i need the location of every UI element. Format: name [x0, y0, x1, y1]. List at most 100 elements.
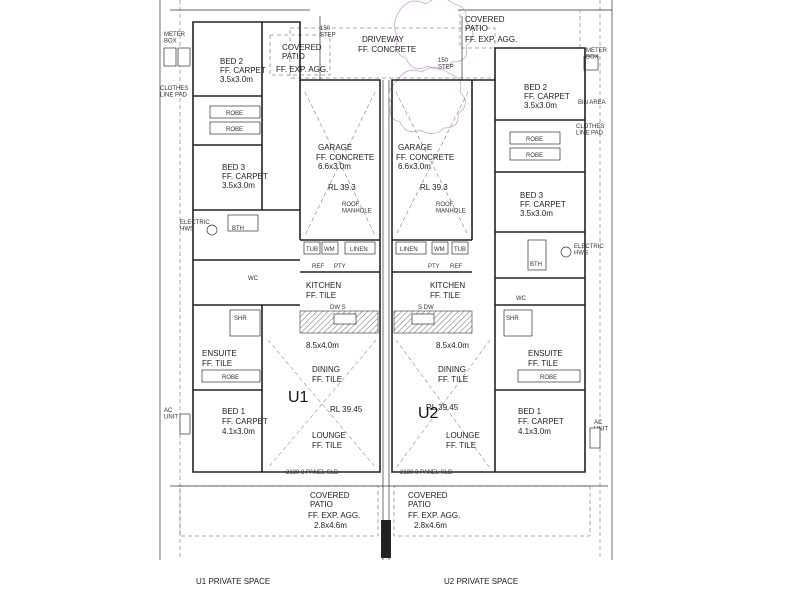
room-ff: FF. CARPET — [220, 66, 266, 75]
room-label-bed2: BED 2 — [524, 83, 548, 92]
tub-label: TUB — [454, 247, 466, 253]
shower-label: SHR — [506, 316, 519, 322]
room-label-kitchen: KITCHEN — [306, 281, 341, 290]
room-ff: FF. TILE — [528, 359, 558, 368]
unit-tag: U2 — [418, 405, 439, 422]
room-size: 6.6x3.0m — [318, 162, 351, 171]
private-space-label: U1 PRIVATE SPACE — [196, 577, 270, 586]
patio-ff-label: FF. EXP. AGG. — [276, 65, 328, 74]
room-ff: FF. TILE — [446, 441, 476, 450]
room-label-bed3: BED 3 — [222, 163, 246, 172]
shower-label: SHR — [234, 316, 247, 322]
sink-dw-label: S DW — [418, 305, 434, 311]
room-label-ensuite: ENSUITE — [528, 349, 563, 358]
room-ff: FF. CARPET — [222, 417, 268, 426]
wc-label: WC — [248, 276, 259, 282]
room-ff: FF. CARPET — [520, 200, 566, 209]
room-ff: FF. TILE — [202, 359, 232, 368]
room-ff: FF. TILE — [312, 441, 342, 450]
patio-ff-label: FF. EXP. AGG. — [308, 511, 360, 520]
room-label-ensuite: ENSUITE — [202, 349, 237, 358]
robe-label: ROBE — [526, 153, 543, 159]
site-boundary — [159, 0, 613, 560]
driveway-label: DRIVEWAY — [362, 35, 404, 44]
room-ff: FF. TILE — [430, 291, 460, 300]
panel-sld-label: 2130 3 PANEL SLD — [400, 470, 453, 476]
room-ff: FF. CARPET — [524, 92, 570, 101]
room-ff: FF. CONCRETE — [316, 153, 374, 162]
bin-area-label: BIN AREA — [578, 100, 606, 106]
room-ff: FF. CARPET — [518, 417, 564, 426]
dining-size: 8.5x4.0m — [306, 341, 339, 350]
room-label-bed2: BED 2 — [220, 57, 244, 66]
robe-label: ROBE — [222, 375, 239, 381]
room-size: 6.6x3.0m — [398, 162, 431, 171]
dw-sink-label: DW S — [330, 305, 346, 311]
room-ff: FF. TILE — [306, 291, 336, 300]
driveway-ff-label: FF. CONCRETE — [358, 45, 416, 54]
private-space-label: U2 PRIVATE SPACE — [444, 577, 518, 586]
unit-2: GARAGE FF. CONCRETE 6.6x3.0m RL 39.3 ROO… — [391, 47, 586, 476]
bath-label: BTH — [530, 262, 542, 268]
room-label-garage: GARAGE — [318, 143, 352, 152]
rl-label: RL 39.45 — [426, 403, 459, 412]
tub-label: TUB — [306, 247, 318, 253]
pantry-label: PTY — [334, 264, 346, 270]
room-ff: FF. CARPET — [222, 172, 268, 181]
patio-size-label: 2.8x4.6m — [414, 521, 447, 530]
rl-label: RL 39.3 — [328, 183, 356, 192]
linen-label: LINEN — [350, 247, 368, 253]
room-size: 3.5x3.0m — [520, 209, 553, 218]
rl-label: RL 39.45 — [330, 405, 363, 414]
room-size: 4.1x3.0m — [518, 427, 551, 436]
room-size: 3.5x3.0m — [220, 75, 253, 84]
room-ff: FF. CONCRETE — [396, 153, 454, 162]
robe-label: ROBE — [526, 137, 543, 143]
robe-label: ROBE — [226, 111, 243, 117]
ref-label: REF — [450, 264, 462, 270]
patio-ff-label: FF. EXP. AGG. — [465, 35, 517, 44]
robe-label: ROBE — [540, 375, 557, 381]
rl-label: RL 39.3 — [420, 183, 448, 192]
panel-sld-label: 2130 3 PANEL SLD — [286, 470, 339, 476]
room-label-dining: DINING — [438, 365, 466, 374]
wc-label: WC — [516, 296, 527, 302]
patio-ff-label: FF. EXP. AGG. — [408, 511, 460, 520]
linen-label: LINEN — [400, 247, 418, 253]
pantry-label: PTY — [428, 264, 440, 270]
bath-label: BTH — [232, 226, 244, 232]
room-label-dining: DINING — [312, 365, 340, 374]
room-label-lounge: LOUNGE — [446, 431, 480, 440]
wm-label: WM — [324, 247, 335, 253]
robe-label: ROBE — [226, 127, 243, 133]
room-label-bed1: BED 1 — [518, 407, 542, 416]
room-label-garage: GARAGE — [398, 143, 432, 152]
patio-size-label: 2.8x4.6m — [314, 521, 347, 530]
room-label-lounge: LOUNGE — [312, 431, 346, 440]
room-size: 3.5x3.0m — [524, 101, 557, 110]
unit-tag: U1 — [288, 389, 309, 406]
room-label-bed1: BED 1 — [222, 407, 246, 416]
unit-1: BED 2 FF. CARPET 3.5x3.0m ROBE ROBE BED … — [192, 21, 381, 476]
room-ff: FF. TILE — [312, 375, 342, 384]
room-size: 3.5x3.0m — [222, 181, 255, 190]
wm-label: WM — [434, 247, 445, 253]
